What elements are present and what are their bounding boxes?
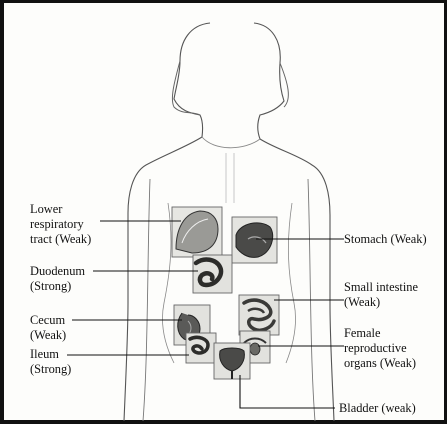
label-small-intestine: Small intestine (Weak) [344,280,418,310]
small-intestine-panel [239,295,279,335]
label-female-reproductive: Female reproductive organs (Weak) [344,326,416,371]
bladder-panel [214,343,250,379]
label-ileum: Ileum (Strong) [30,347,71,377]
stomach-panel [232,217,277,263]
label-bladder: Bladder (weak) [339,401,416,416]
arm-outline-left [143,179,150,421]
ileum-panel [186,333,216,363]
label-stomach: Stomach (Weak) [344,232,427,247]
label-duodenum: Duodenum (Strong) [30,264,85,294]
neck-outline [202,137,260,148]
label-cecum: Cecum (Weak) [30,313,66,343]
duodenum-panel [193,255,232,293]
lung-panel [172,207,222,257]
leader-bladder [240,375,335,408]
label-lower-respiratory: Lower respiratory tract (Weak) [30,202,91,247]
